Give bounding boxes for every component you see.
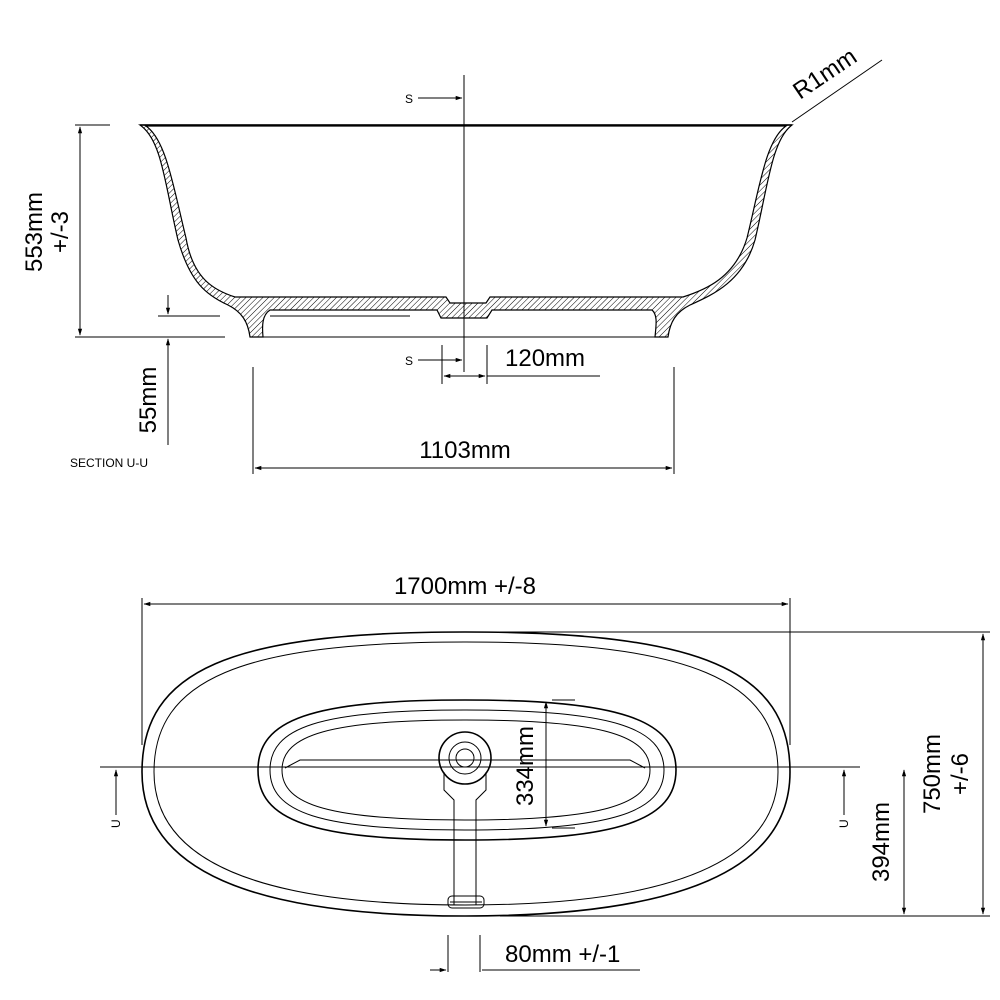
section-marker-right: U [837, 819, 851, 828]
centre-offset-label: 394mm [868, 802, 895, 882]
section-marker-top: S [405, 92, 413, 106]
tub-inner-rim [153, 641, 779, 906]
rim-radius-label: R1mm [788, 43, 862, 105]
section-marker-left: U [109, 819, 123, 828]
waste-inner-ring [455, 748, 475, 768]
waste-outer-ring [438, 731, 492, 785]
length-label: 1700mm +/-8 [394, 573, 536, 600]
basin-outer [257, 699, 677, 841]
height-label-tolerance: +/-3 [47, 211, 74, 253]
section-marker-bottom: S [405, 354, 413, 368]
basin-floor-recess [284, 759, 646, 769]
tub-section-cavity [144, 125, 788, 304]
radius-leader [791, 59, 883, 123]
section-caption: SECTION U-U [70, 456, 148, 470]
waste-mid-ring [448, 741, 482, 775]
base-width-label: 1103mm [419, 437, 511, 464]
basin-floor [281, 719, 651, 821]
overflow-width-label: 80mm +/-1 [505, 941, 620, 968]
foot-height-label: 55mm [135, 367, 162, 434]
width-label-tolerance: +/-6 [947, 753, 974, 795]
basin-width-label: 334mm [512, 726, 539, 806]
plan-view: U U 1700mm +/-8 750mm +/-6 394mm 334mm 8… [100, 573, 990, 973]
height-label-value: 553mm [21, 192, 48, 272]
basin-inner [269, 709, 665, 831]
waste-offset-label: 120mm [505, 345, 585, 372]
overflow-fitting [447, 895, 485, 909]
tub-outer-rim [141, 631, 791, 917]
overflow-channel [443, 772, 487, 905]
section-view: S S R1mm 553mm +/-3 55mm 120mm 1103mm SE… [21, 43, 883, 474]
width-label-value: 750mm [919, 734, 946, 814]
